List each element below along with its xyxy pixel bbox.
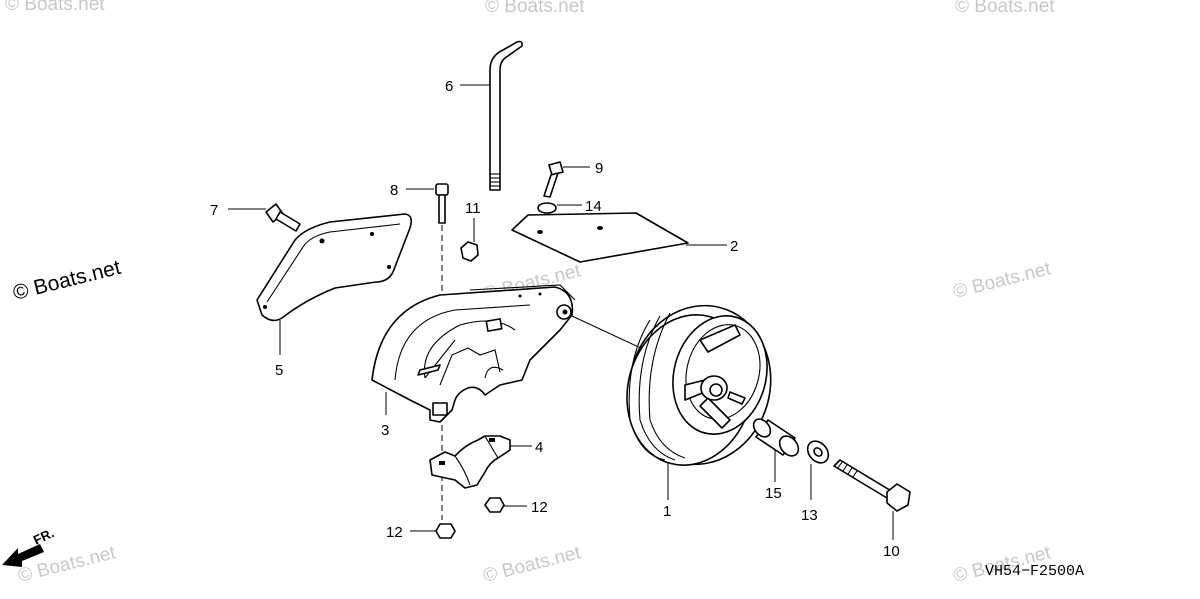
watermark: © Boats.net [485,0,585,17]
callout-12: 12 [531,499,548,516]
watermark: © Boats.net [481,542,583,587]
watermark-main: © Boats.net [11,256,123,305]
callout-2: 2 [730,238,738,255]
nut-part-12 [484,497,505,513]
watermark: © Boats.net [5,0,105,15]
callout-13: 13 [801,507,818,524]
callouts: 6 8 9 14 2 7 11 5 3 4 12 12 1 15 13 10 [210,78,900,560]
callout-6: 6 [445,78,453,95]
watermark: © Boats.net [955,0,1055,17]
diagram-code: VH54−F2500A [985,563,1084,580]
cover-part-5 [256,213,412,322]
callout-8: 8 [390,182,398,199]
washer-part-14 [537,202,557,214]
callout-15: 15 [765,485,782,502]
wheel-part-1 [626,304,772,466]
callout-12: 12 [386,524,403,541]
clamp-part-4 [429,435,511,489]
washer-part-13 [806,440,830,464]
callout-5: 5 [275,362,283,379]
plate-part-2 [511,212,689,263]
callout-4: 4 [535,439,543,456]
callout-10: 10 [883,543,900,560]
rod-part-6 [489,40,523,191]
bolt-part-10 [833,459,911,512]
callout-11: 11 [465,200,481,217]
axle-line [571,315,646,351]
bolt-part-7 [265,203,301,232]
nut-part-11 [460,241,479,262]
callout-3: 3 [381,422,389,439]
watermark: © Boats.net [951,258,1053,303]
arrow-icon [2,544,44,567]
nut-part-12 [435,523,456,539]
collar-part-15 [752,418,800,457]
callout-1: 1 [663,503,671,520]
callout-14: 14 [585,198,602,215]
leader-lines [228,84,894,540]
direction-label: FR. [31,525,56,547]
callout-9: 9 [595,160,603,177]
housing-part-3 [371,284,576,423]
callout-7: 7 [210,202,218,219]
bolt-part-9 [543,161,564,198]
